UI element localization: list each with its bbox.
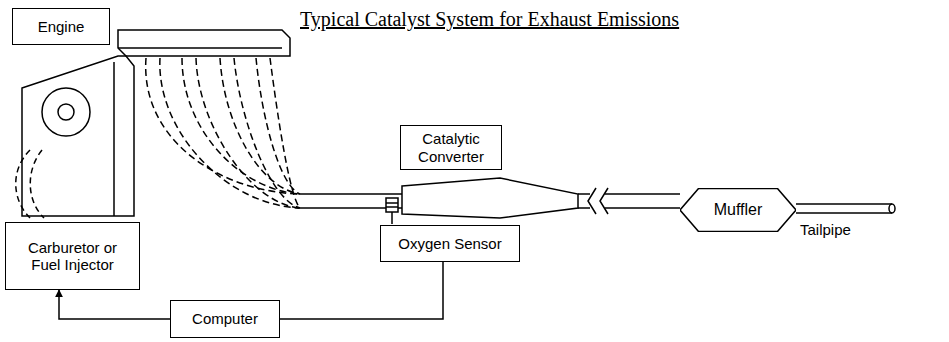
break-mark [588,188,596,214]
part-label: Tailpipe [800,221,851,238]
block-edge [113,62,115,216]
diagram-title: Typical Catalyst System for Exhaust Emis… [300,8,679,31]
exhaust-pipe [605,193,680,195]
exhaust-pipe [300,193,402,195]
sensor-thread [386,206,398,208]
intake-pipe [30,150,44,218]
exhaust-pipe [578,193,590,195]
label-box: Carburetor or Fuel Injector [5,222,140,290]
tailpipe [796,212,892,214]
node-text: Engine [38,18,85,35]
node-text: Oxygen Sensor [398,235,501,252]
sensor-stem [391,212,393,224]
intake-pipe [16,150,30,218]
valve-cover [118,30,290,56]
pulley-hub [58,104,74,120]
break-mark [600,188,608,214]
node-text: Carburetor or Fuel Injector [14,239,132,274]
node-text: Muffler [714,201,763,219]
converter-body [402,178,578,218]
signal-line [59,290,170,319]
label-box: Catalytic Converter [400,125,502,170]
label-box: Engine [12,8,110,45]
tailpipe [796,203,892,205]
node-text: Computer [192,310,258,327]
valve-cover-edge [118,47,282,49]
exhaust-manifold [146,58,300,208]
tailpipe-end [889,204,895,213]
label-box: Oxygen Sensor [380,225,520,262]
exhaust-pipe [605,207,680,209]
node-text: Catalytic Converter [408,130,494,165]
signal-line [280,262,443,319]
pulley [42,88,90,136]
oxygen-sensor-plug [386,198,398,212]
exhaust-pipe [578,207,590,209]
muffler-shape: Muffler [680,188,796,232]
sensor-thread [386,202,398,204]
label-box: Computer [170,300,280,338]
engine-block [22,56,134,216]
